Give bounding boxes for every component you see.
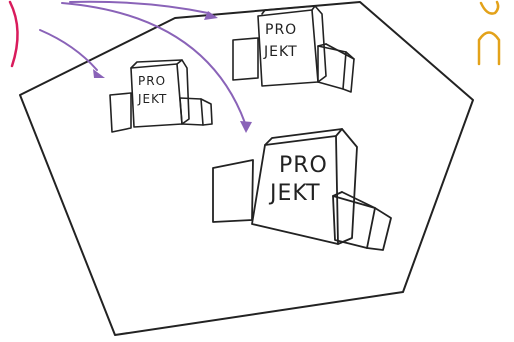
project-label-line2: JEKT: [268, 181, 321, 206]
arrow-to-left-project: [39, 29, 98, 71]
left-figure-icon: [8, 0, 19, 68]
arrow-to-top-project: [69, 0, 209, 14]
arrowhead-top: [204, 11, 218, 20]
project-box-left: PRO JEKT: [109, 59, 213, 133]
project-box-top: PRO JEKT: [232, 5, 355, 93]
arrows: [39, 0, 246, 124]
project-label-line2: JEKT: [263, 44, 298, 60]
arrowhead-main: [240, 121, 252, 133]
project-label-line2: JEKT: [137, 92, 167, 106]
arrow-to-main-project: [61, 2, 246, 124]
right-figure-icon: [477, 0, 501, 66]
project-box-main: PRO JEKT: [212, 128, 392, 251]
arrowhead-left: [93, 69, 105, 78]
project-label-line1: PRO: [265, 22, 297, 38]
project-label-line1: PRO: [279, 153, 328, 178]
project-label-line1: PRO: [138, 74, 166, 88]
pentagon-boundary: [19, 1, 474, 336]
arrowheads: [93, 11, 252, 133]
